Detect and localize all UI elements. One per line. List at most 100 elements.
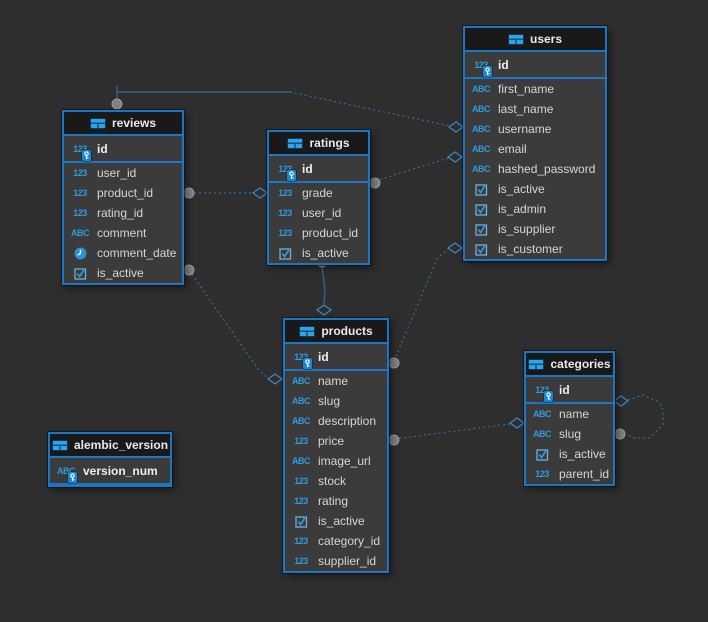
column-name: user_id: [97, 166, 137, 180]
relation-products-to-categories[interactable]: [388, 417, 526, 446]
entity-title: users: [529, 32, 563, 46]
text-type-icon: ABC: [472, 104, 491, 114]
column-is_supplier[interactable]: is_supplier: [465, 219, 605, 239]
entity-title: products: [321, 324, 373, 338]
checkbox-icon: [278, 247, 291, 260]
entity-header-alembic_version[interactable]: alembic_version: [50, 434, 170, 458]
column-is_active[interactable]: is_active: [285, 511, 387, 531]
many-end-diamond: [612, 395, 630, 407]
column-is_active[interactable]: is_active: [465, 179, 605, 199]
number-type-icon: 123: [278, 163, 292, 174]
entity-header-reviews[interactable]: reviews: [64, 112, 182, 136]
column-is_active[interactable]: is_active: [269, 243, 368, 263]
column-is_admin[interactable]: is_admin: [465, 199, 605, 219]
number-type-icon: 123: [73, 208, 87, 218]
number-type-icon: 123: [73, 188, 87, 198]
text-type-icon: ABC: [533, 409, 552, 419]
text-type-icon: ABC: [472, 144, 491, 154]
column-name: product_id: [302, 226, 359, 240]
entity-header-users[interactable]: users: [465, 28, 605, 52]
entity-header-categories[interactable]: categories: [526, 353, 613, 377]
primary-key-section: 123 id: [285, 344, 387, 371]
number-type-icon: 123: [294, 536, 308, 546]
entity-header-products[interactable]: products: [285, 320, 387, 344]
number-type-icon: 123: [535, 384, 549, 395]
number-type-icon: 123: [535, 469, 549, 479]
column-name: last_name: [498, 102, 554, 116]
table-icon: [51, 439, 68, 451]
one-end-circle: [183, 264, 195, 276]
column-name: hashed_password: [498, 162, 596, 176]
column-is_active[interactable]: is_active: [526, 444, 613, 464]
number-type-icon: 123: [278, 228, 292, 238]
relation-categories-to-categories[interactable]: [612, 394, 664, 440]
checkbox-icon: [474, 223, 487, 236]
number-type-icon: 123: [294, 351, 308, 362]
many-end-diamond: [446, 242, 464, 254]
column-last_name[interactable]: ABC last_name: [465, 99, 605, 119]
relation-reviews-to-products[interactable]: [183, 264, 284, 385]
column-name: supplier_id: [318, 554, 377, 568]
column-id[interactable]: 123 id: [285, 344, 387, 369]
column-name: rating_id: [97, 206, 144, 220]
table-icon: [287, 137, 304, 149]
column-name: id: [318, 349, 329, 364]
column-name: id: [97, 141, 108, 156]
relation-reviews-to-users[interactable]: [111, 86, 465, 133]
column-name: comment: [97, 226, 147, 240]
primary-key-icon: [68, 471, 77, 483]
number-type-icon: 123: [294, 496, 308, 506]
column-rating_id[interactable]: 123 rating_id: [64, 203, 182, 223]
column-is_customer[interactable]: is_customer: [465, 239, 605, 259]
entity-header-ratings[interactable]: ratings: [269, 132, 368, 156]
relation-ratings-to-products[interactable]: [315, 256, 333, 316]
relation-products-to-users[interactable]: [388, 242, 464, 369]
column-is_active[interactable]: is_active: [64, 263, 182, 283]
column-comment_date[interactable]: comment_date: [64, 243, 182, 263]
entity-title: reviews: [111, 116, 157, 130]
entity-title: categories: [550, 357, 611, 371]
relation-reviews-to-ratings[interactable]: [183, 187, 269, 199]
entity-title: alembic_version: [73, 438, 169, 452]
number-type-icon: 123: [294, 436, 308, 446]
column-product_id[interactable]: 123 product_id: [269, 223, 368, 243]
relation-ratings-to-users[interactable]: [369, 151, 464, 189]
text-type-icon: ABC: [472, 124, 491, 134]
column-name: is_active: [97, 266, 144, 280]
